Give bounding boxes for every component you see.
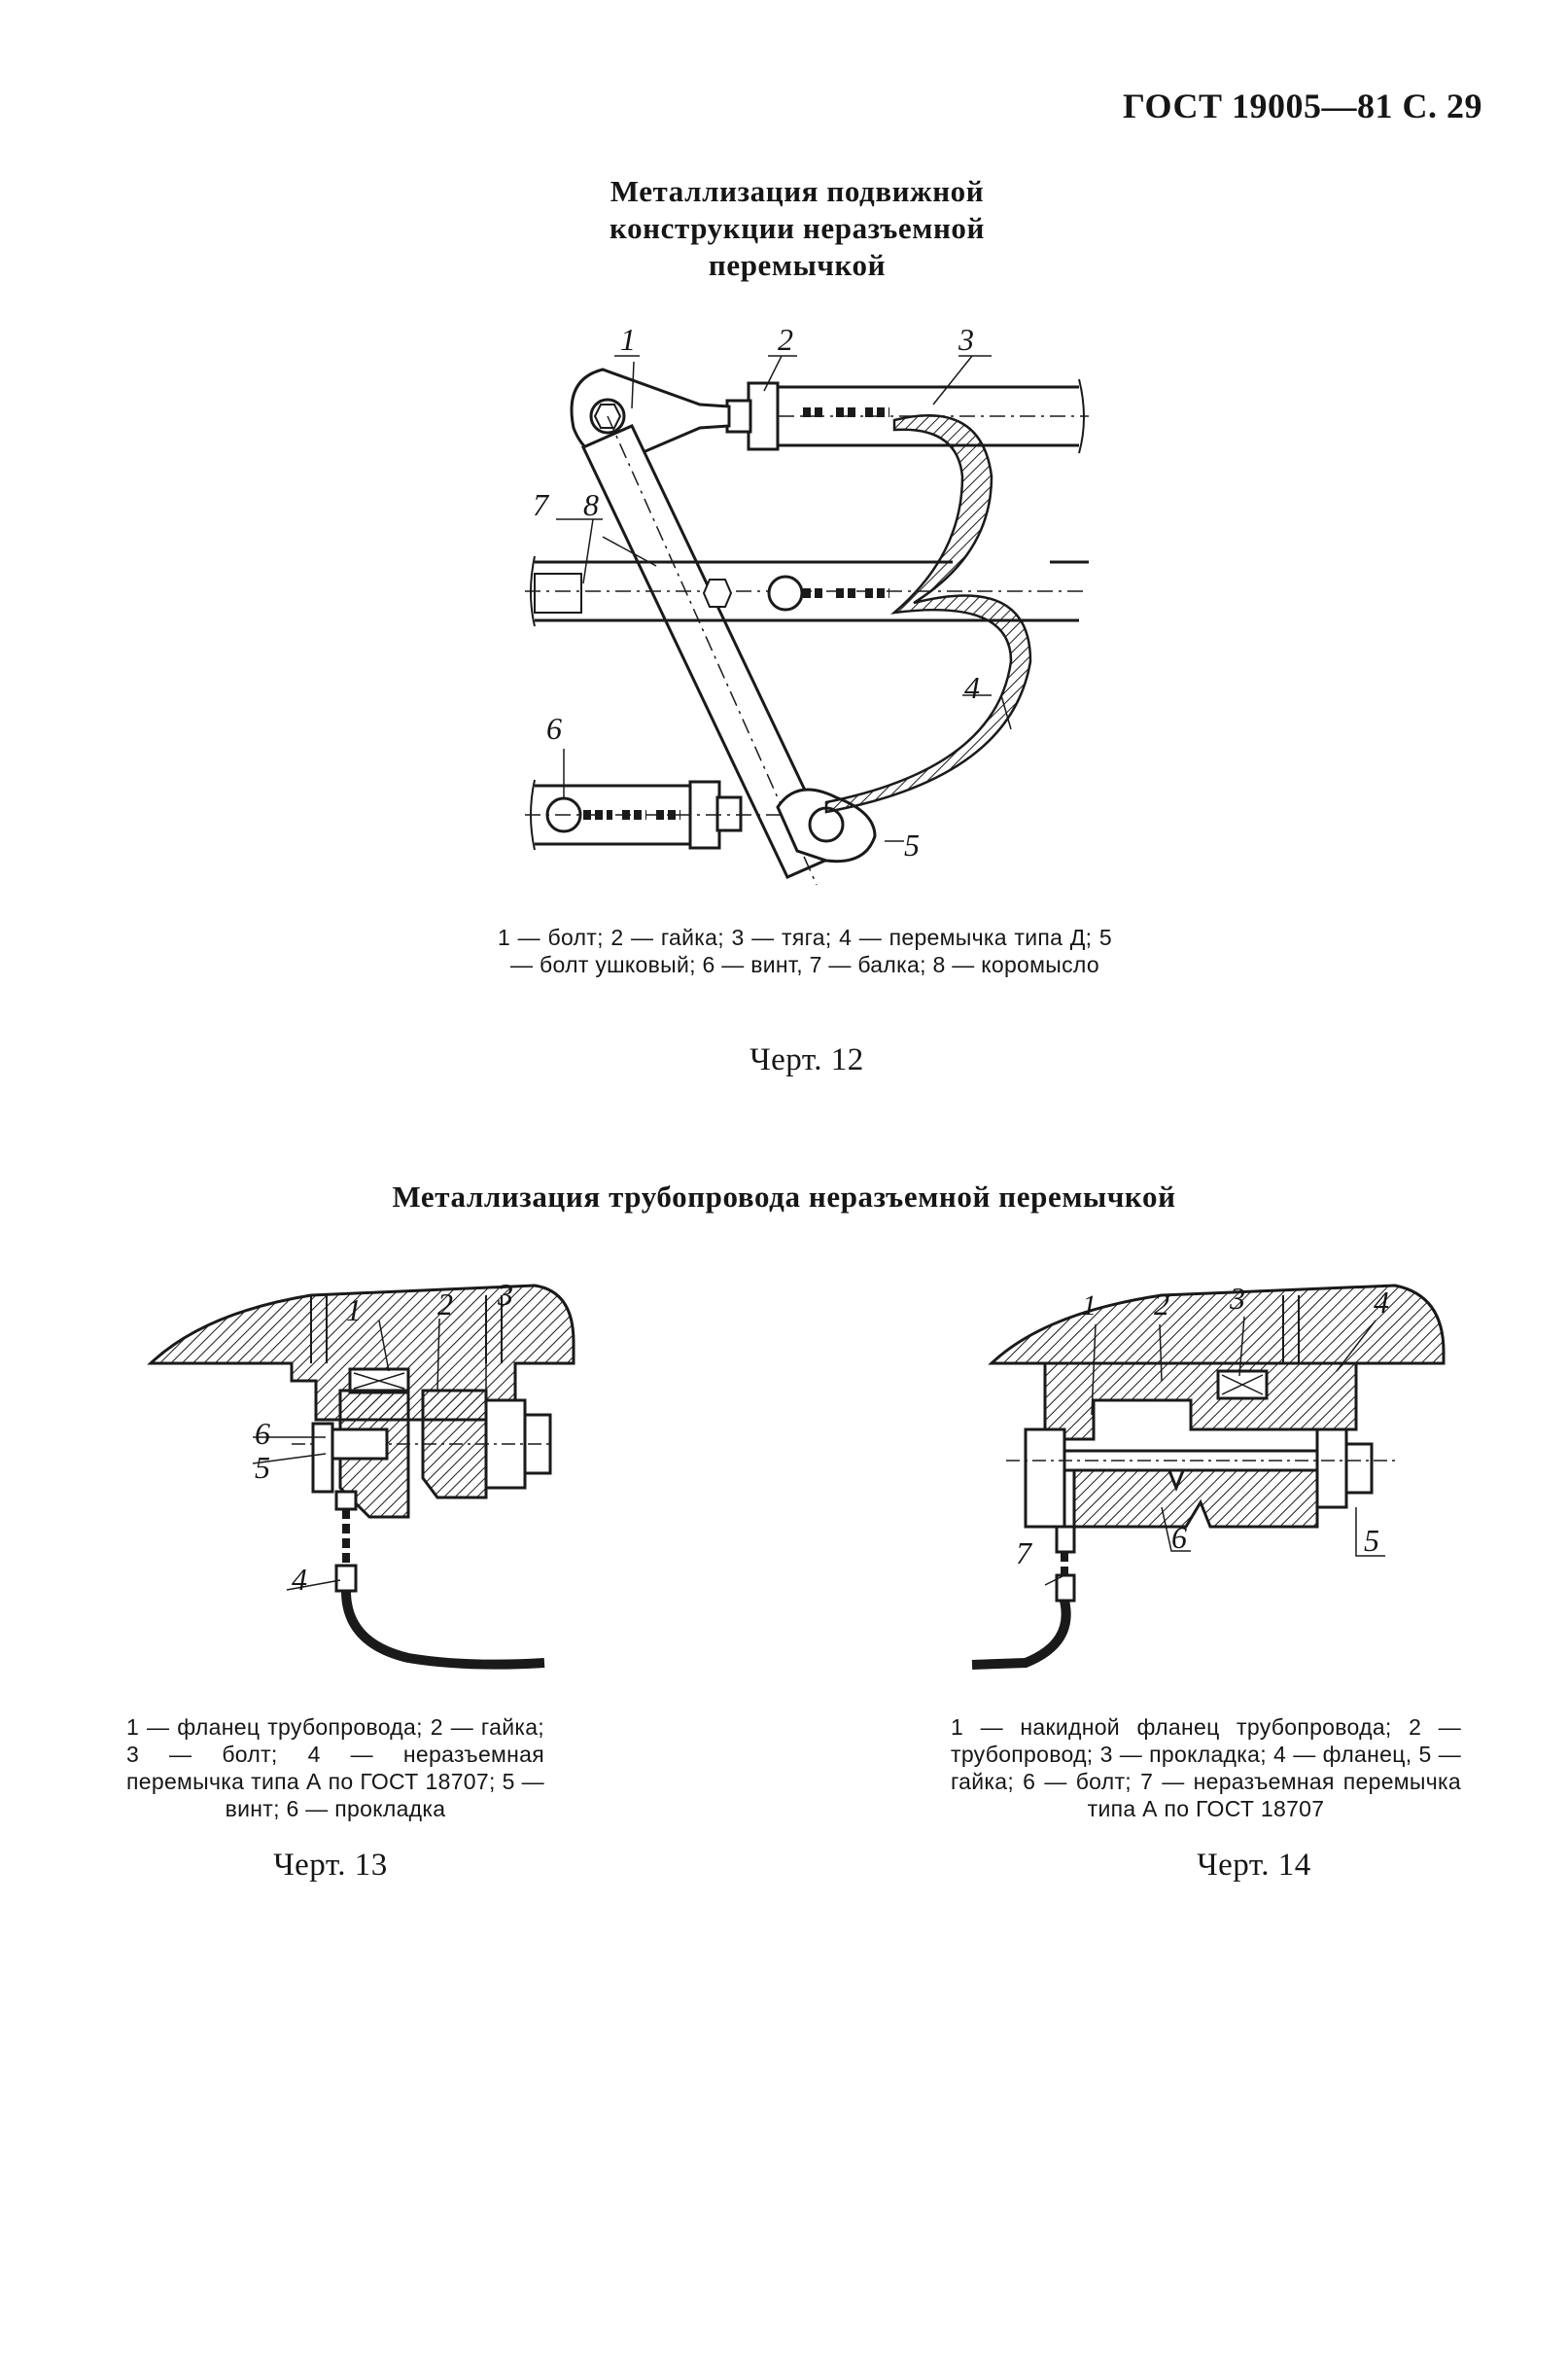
- figure12-label: 2: [778, 322, 793, 357]
- figure14-caption: 1 — накидной фланец трубопровода; 2 — тр…: [951, 1714, 1461, 1821]
- figure13-number: Черт. 13: [273, 1848, 388, 1883]
- figure12-number: Черт. 12: [749, 1042, 864, 1077]
- section1-title: Металлизация подвижной конструкции нераз…: [544, 173, 1050, 284]
- figure14-label: 4: [1374, 1285, 1389, 1320]
- section1-title-line: перемычкой: [708, 248, 887, 282]
- figure14-label: 3: [1229, 1281, 1245, 1316]
- figure12-caption: 1 — болт; 2 — гайка; 3 — тяга; 4 — перем…: [498, 925, 1112, 977]
- section1-title-line: Металлизация подвижной: [610, 174, 985, 208]
- figure14-label: 1: [1082, 1289, 1097, 1321]
- figure13-drawing: 1 2 3 4 5 6: [147, 1277, 575, 1670]
- figure14-label: 5: [1364, 1523, 1379, 1558]
- figure13-label: 2: [437, 1286, 453, 1321]
- figure13-label: 4: [292, 1562, 307, 1597]
- figure13-caption: 1 — фланец трубопровода; 2 — гайка; 3 — …: [126, 1714, 544, 1821]
- figure14-number: Черт. 14: [1197, 1848, 1311, 1883]
- figure12-label: 1: [620, 322, 636, 357]
- figure12-drawing: 1 2 3 4 5 6 7 8: [525, 322, 1089, 886]
- figure12-label: 8: [583, 487, 599, 522]
- page-header: ГОСТ 19005—81 С. 29: [1123, 87, 1482, 125]
- figure12-label: 5: [904, 828, 920, 863]
- figure13-label: 5: [255, 1450, 270, 1485]
- figure14-label: 7: [1016, 1535, 1033, 1570]
- figure14-label: 6: [1171, 1520, 1187, 1555]
- figure14-drawing: 1 2 3 4 5 6 7: [971, 1281, 1446, 1670]
- figure13-label: 3: [497, 1277, 513, 1312]
- figure13-label: 1: [346, 1292, 362, 1327]
- figure13-label: 6: [255, 1416, 270, 1451]
- figure14-label: 2: [1154, 1286, 1169, 1321]
- section2-title: Металлизация трубопровода неразъемной пе…: [392, 1180, 1176, 1214]
- figure12-label: 4: [964, 670, 980, 705]
- section1-title-line: конструкции неразъемной: [610, 211, 985, 245]
- figure12-label: 6: [546, 711, 562, 746]
- figure12-label: 3: [958, 322, 974, 357]
- figure12-label: 7: [533, 487, 550, 522]
